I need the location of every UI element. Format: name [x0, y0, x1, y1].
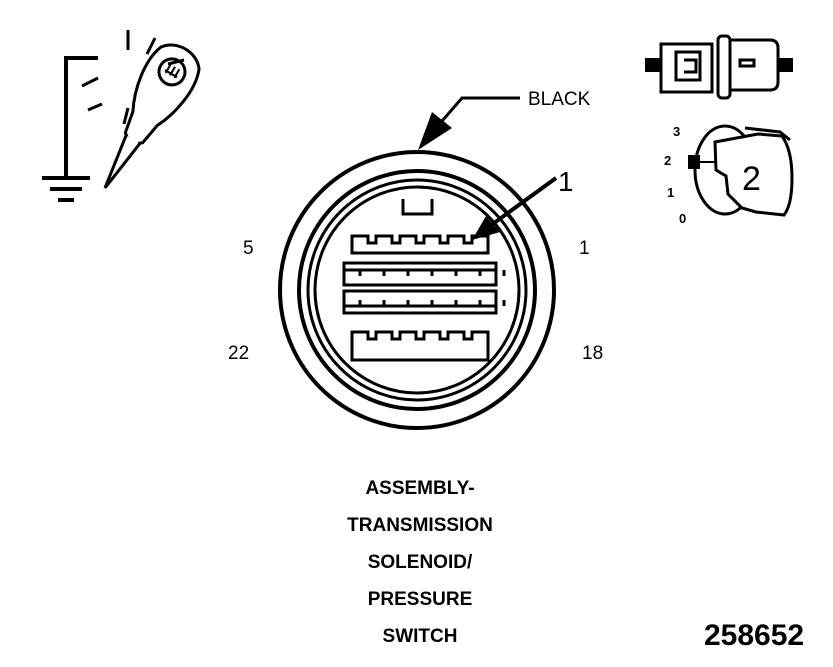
title-line-3: SOLENOID/ — [367, 552, 473, 573]
round-connector-icon — [278, 96, 558, 430]
ground-symbol-icon — [42, 176, 90, 202]
terminal-row-2 — [342, 268, 498, 287]
terminal-row-1 — [350, 234, 490, 255]
wire-color-label: BLACK — [528, 89, 591, 110]
terminal-row-3 — [342, 289, 498, 308]
test-light-icon — [42, 30, 201, 202]
key-scale-1: 1 — [667, 185, 675, 200]
pin-22-label: 22 — [228, 343, 250, 364]
pin-18-label: 18 — [582, 343, 604, 364]
callout-1-label: 1 — [558, 166, 574, 197]
key-position-label: 2 — [742, 160, 761, 198]
pin-5-label: 5 — [243, 238, 254, 259]
key-scale-2: 2 — [664, 153, 672, 168]
component-title: ASSEMBLY- TRANSMISSION SOLENOID/ PRESSUR… — [300, 470, 540, 655]
harness-connector-icon — [645, 34, 793, 100]
key-scale-0: 0 — [679, 211, 687, 226]
title-line-2: TRANSMISSION — [347, 515, 493, 536]
title-line-1: ASSEMBLY- — [365, 478, 475, 499]
figure-number: 258652 — [704, 619, 805, 652]
title-line-4: PRESSURE — [367, 589, 473, 610]
terminal-row-4 — [350, 330, 490, 362]
title-line-5: SWITCH — [382, 626, 458, 647]
key-scale-3: 3 — [673, 124, 681, 139]
pin-1-label: 1 — [579, 238, 590, 259]
ignition-key-icon — [688, 124, 794, 217]
